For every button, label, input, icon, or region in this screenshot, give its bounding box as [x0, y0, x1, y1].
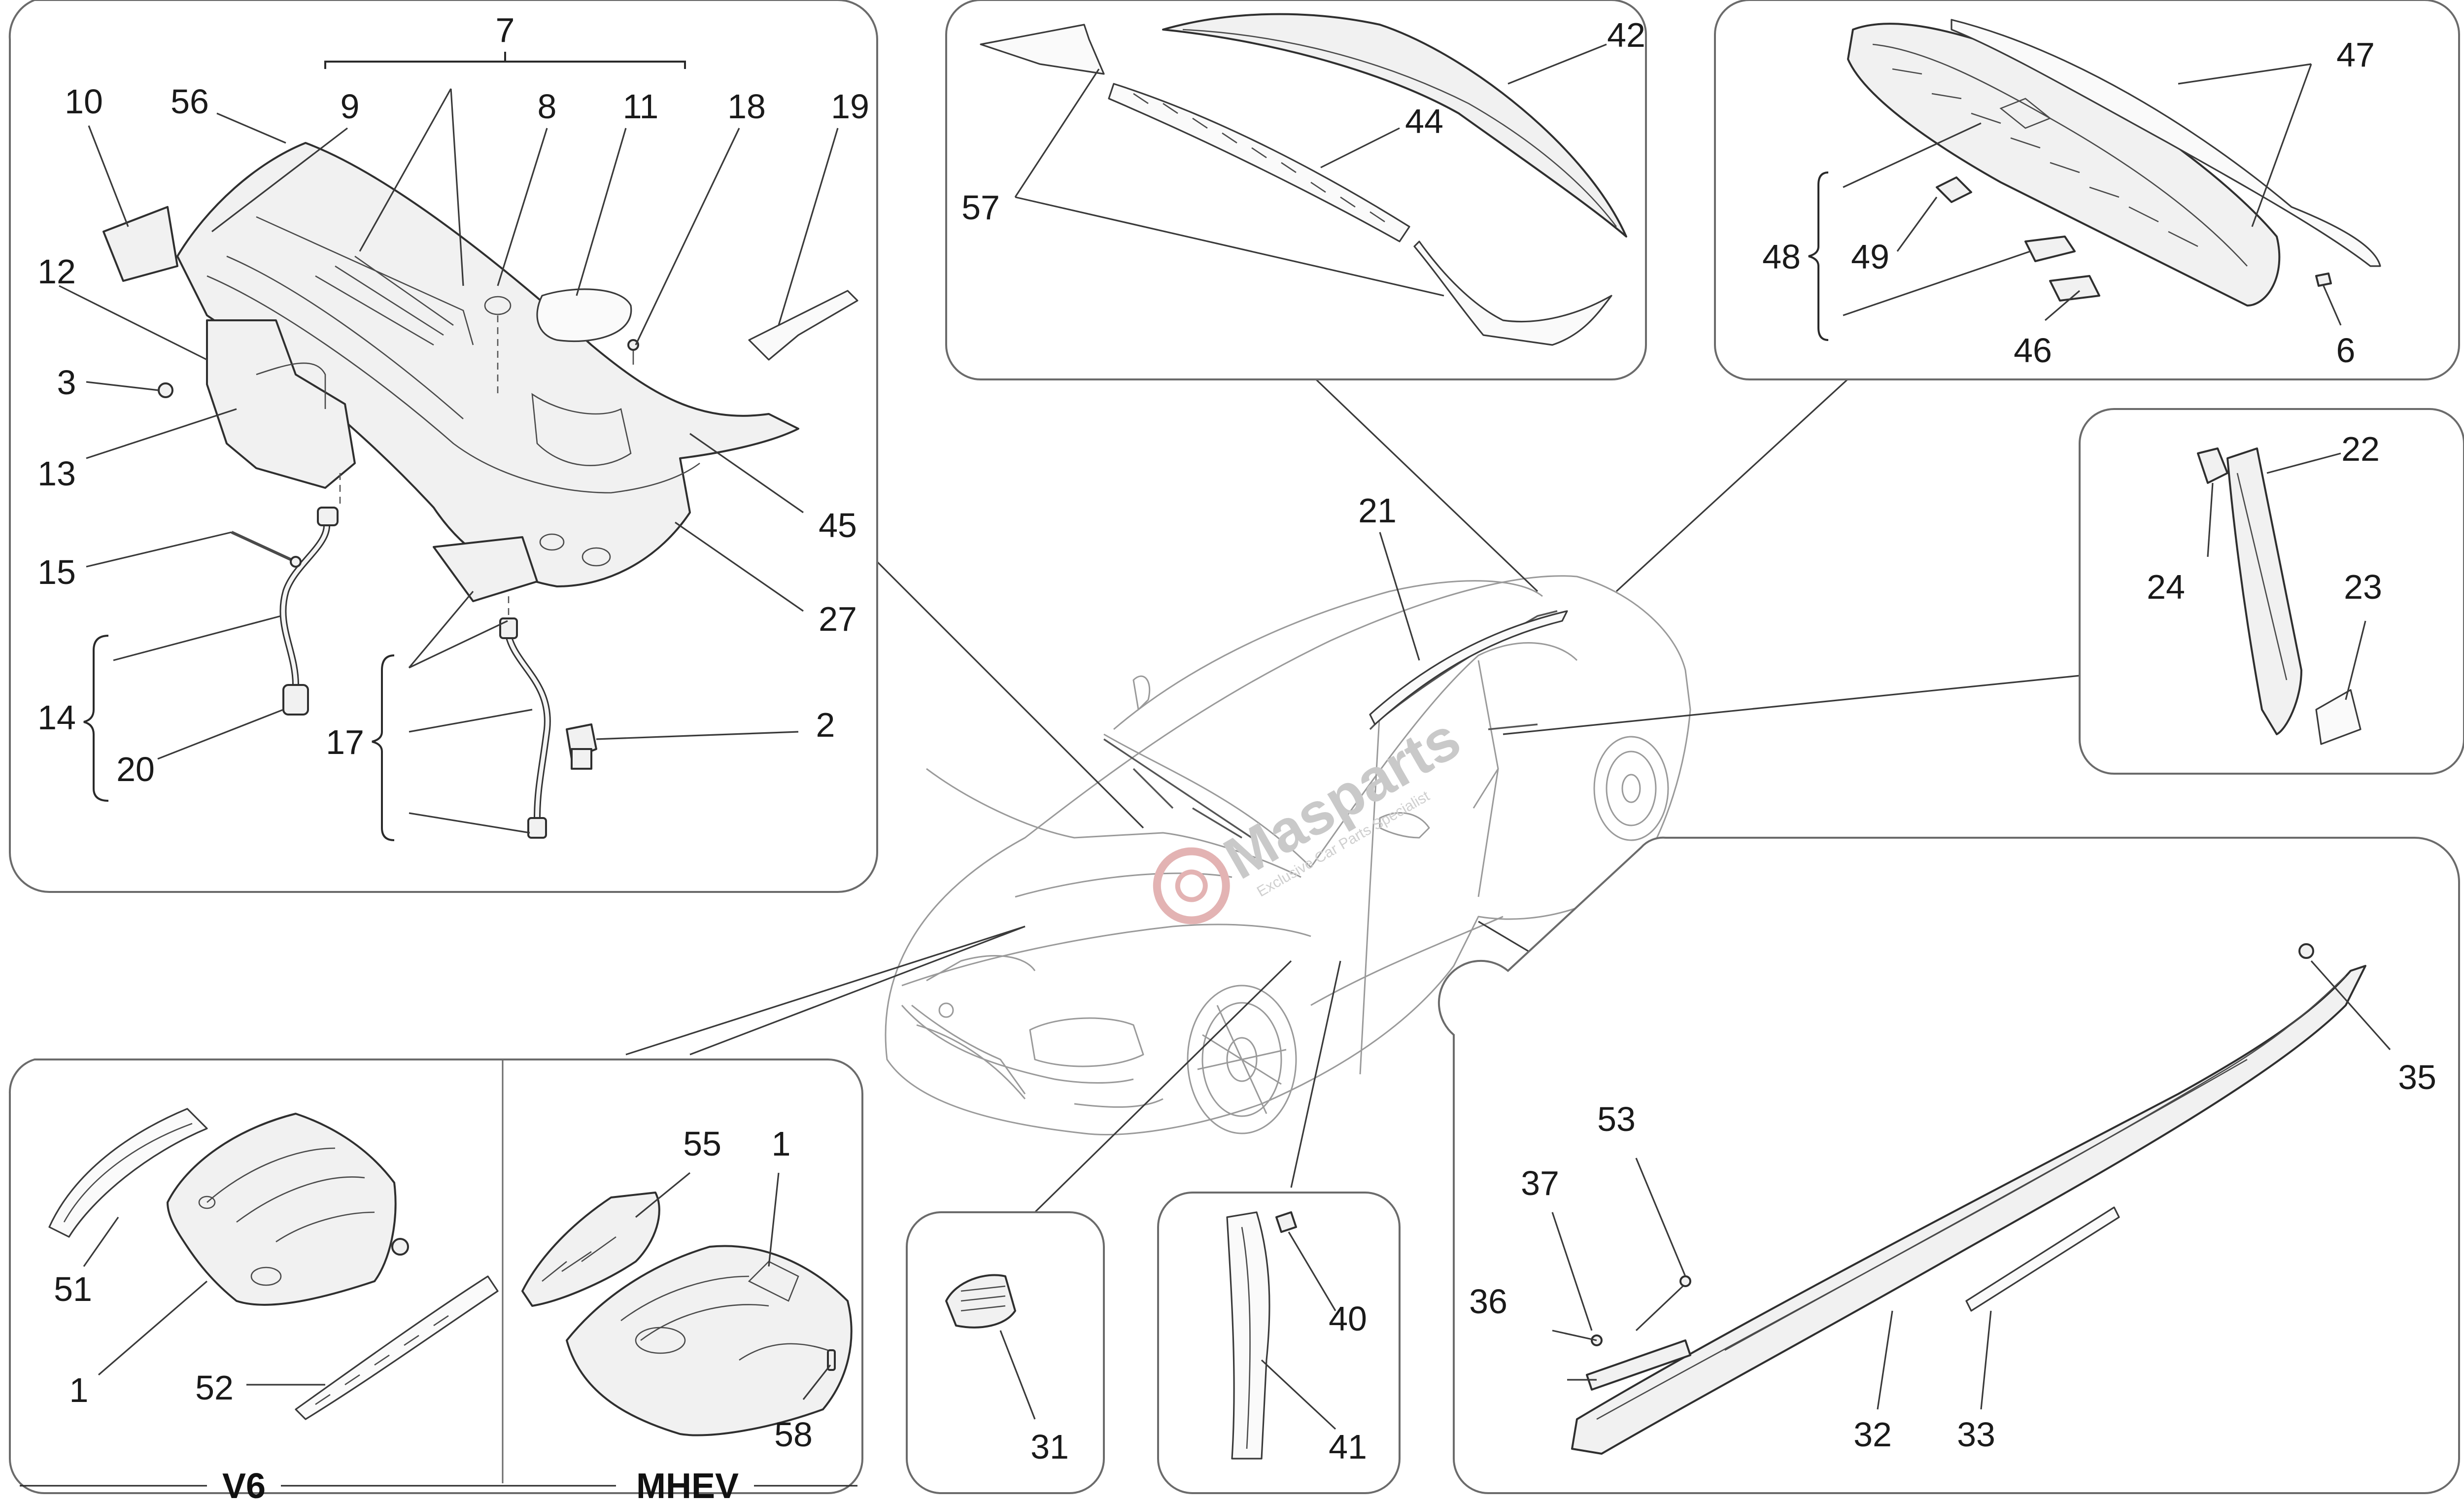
callout-24: 24	[2147, 568, 2185, 606]
callout-22: 22	[2341, 430, 2380, 468]
callout-17: 17	[326, 723, 364, 761]
callout-9: 9	[341, 87, 360, 126]
callout-33: 33	[1957, 1415, 1995, 1454]
callout-37: 37	[1521, 1164, 1559, 1202]
callout-12: 12	[37, 252, 76, 291]
callout-48: 48	[1762, 238, 1801, 276]
callout-23: 23	[2344, 568, 2382, 606]
panel-engine-covers: 51 1 52 55 1 58 V6 MHEV	[8, 1058, 863, 1502]
callout-40: 40	[1329, 1299, 1367, 1338]
callout-6: 6	[2336, 331, 2356, 370]
car-roof-strip: 21	[1358, 491, 1568, 725]
callout-56: 56	[171, 82, 209, 121]
callout-41: 41	[1329, 1428, 1367, 1466]
panel-side-skirt: 35 53 37 36 32 33	[1437, 836, 2460, 1494]
panel-cowl: 7 10 56 9 8 11 18 19 12 3 13 15 14 20 17…	[8, 0, 878, 893]
callout-47: 47	[2336, 35, 2375, 74]
callout-42: 42	[1607, 16, 1645, 54]
panel-pillar-trim: 22 24 23	[2079, 408, 2464, 775]
callout-49: 49	[1851, 238, 1889, 276]
callout-35: 35	[2398, 1058, 2436, 1096]
callout-20: 20	[116, 750, 155, 788]
callout-44: 44	[1405, 102, 1443, 140]
panel-vent: 31	[906, 1211, 1105, 1494]
car-illustration	[885, 575, 1691, 1135]
callout-21: 21	[1358, 491, 1397, 530]
panel-door-trim: 40 41	[1157, 1192, 1401, 1494]
callout-57: 57	[961, 188, 1000, 227]
callout-31: 31	[1030, 1428, 1069, 1466]
callout-19: 19	[831, 87, 869, 126]
callout-32: 32	[1853, 1415, 1892, 1454]
callout-15: 15	[37, 553, 76, 591]
watermark: Masparts Exclusive Car Parts Specialist	[1153, 705, 1471, 924]
callout-55: 55	[683, 1125, 721, 1163]
callout-36: 36	[1469, 1282, 1507, 1321]
callout-52: 52	[195, 1368, 234, 1407]
panel-trunk-trim: 47 48 49 46 6	[1714, 0, 2460, 380]
callout-11: 11	[623, 87, 659, 126]
callout-1-mhev: 1	[772, 1125, 791, 1163]
callout-18: 18	[727, 87, 766, 126]
variant-mhev-label: MHEV	[636, 1467, 739, 1502]
callout-2: 2	[816, 706, 835, 744]
watermark-brand: Masparts	[1213, 705, 1471, 891]
callout-45: 45	[819, 506, 857, 545]
panel-spoiler: 42 44 57	[945, 0, 1647, 380]
callout-53: 53	[1597, 1100, 1636, 1138]
callout-3: 3	[57, 363, 76, 402]
callout-51: 51	[54, 1270, 92, 1308]
callout-58: 58	[774, 1415, 813, 1454]
callout-46: 46	[2014, 331, 2052, 370]
callout-27: 27	[819, 600, 857, 638]
callout-14: 14	[37, 698, 76, 737]
callout-10: 10	[65, 82, 103, 121]
callout-8: 8	[538, 87, 557, 126]
callout-13: 13	[37, 454, 76, 493]
watermark-gear-icon	[1153, 847, 1230, 924]
callout-1-v6: 1	[69, 1371, 89, 1409]
callout-7: 7	[496, 11, 515, 49]
variant-v6-label: V6	[222, 1467, 266, 1502]
